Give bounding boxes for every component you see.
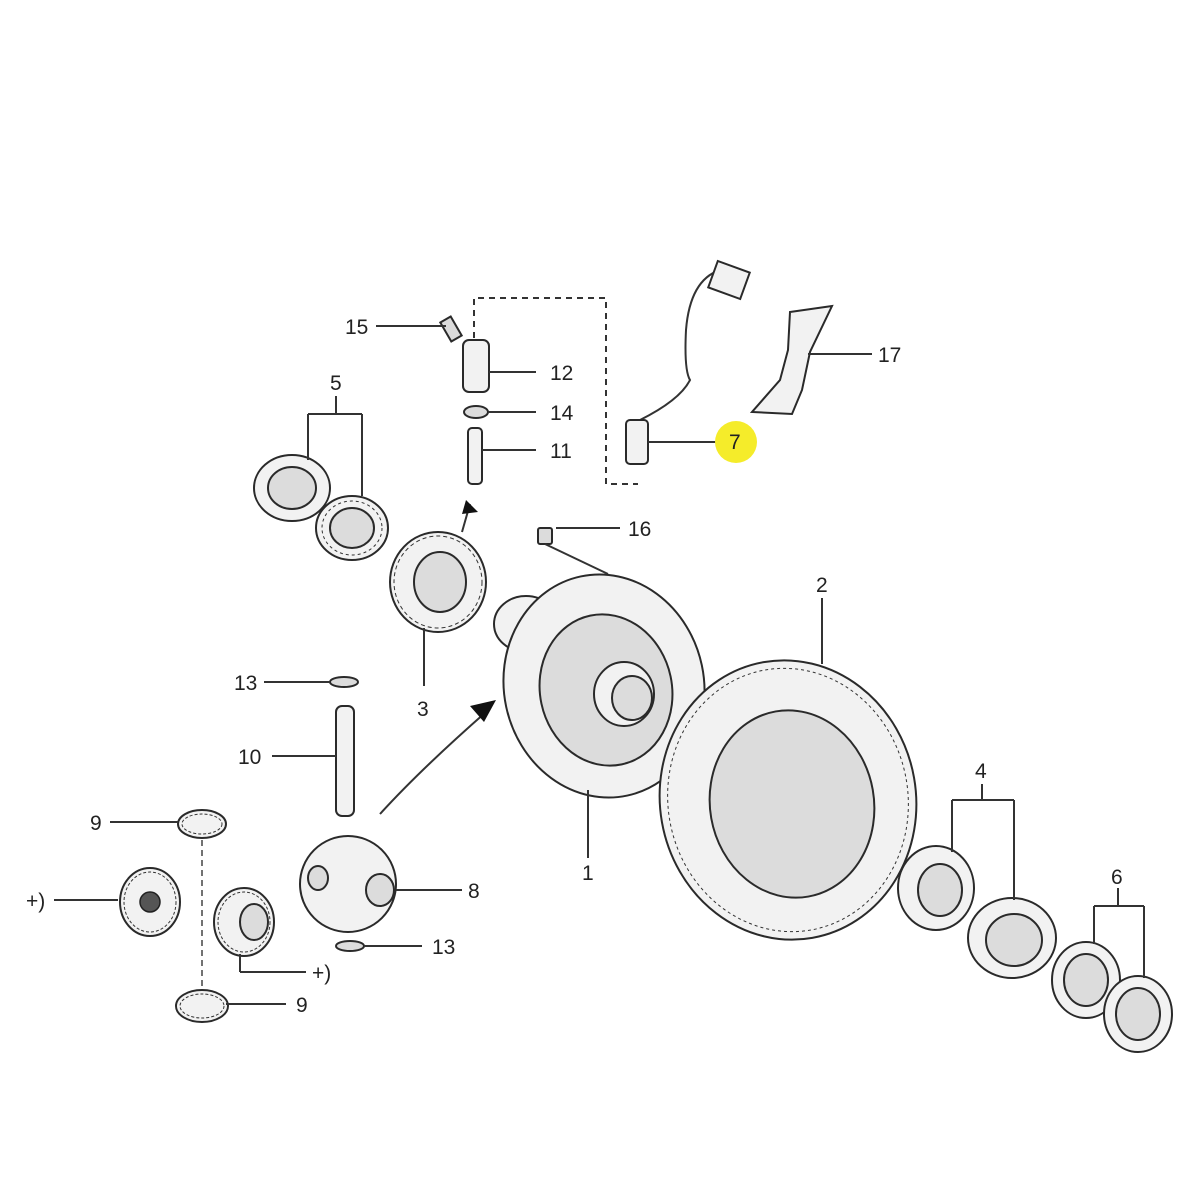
callout-7-highlight [715,421,757,463]
part-16-bolt [537,527,609,575]
callout-6: 6 [1111,866,1123,889]
part-2-ring-gear [658,659,918,941]
part-5-bearing [253,454,389,561]
part-6-shims [1051,941,1173,1053]
callout-10: 10 [238,746,261,769]
callout-9-lower: 9 [296,994,308,1017]
part-1-differential-housing [493,573,706,799]
callout-3: 3 [417,698,429,721]
part-4-bearing [897,845,1057,979]
callout-12: 12 [550,362,573,385]
part-8-cross-piece [299,835,397,933]
part-7-sensor [625,259,752,465]
callout-5: 5 [330,372,342,395]
callout-2: 2 [816,574,828,597]
callout-1: 1 [582,862,594,885]
callout-13-lower: 13 [432,936,455,959]
callout-plus-left: +) [26,890,45,913]
callout-15: 15 [345,316,368,339]
callout-14: 14 [550,402,574,425]
callout-8: 8 [468,880,480,903]
callout-16: 16 [628,518,651,541]
part-3-gear-wheel [389,531,487,633]
callout-17: 17 [878,344,901,367]
side-gear-left [119,867,181,937]
part-9-pinion-lower [175,989,229,1023]
part-9-pinion-upper [177,809,227,839]
side-gear-right [213,887,275,957]
callout-4: 4 [975,760,987,783]
speedometer-pinion-stack [438,315,490,485]
callout-9-upper: 9 [90,812,102,835]
callout-7: 7 [729,431,741,454]
part-17-strip [749,304,834,416]
callout-13-upper: 13 [234,672,257,695]
callout-plus-right: +) [312,962,331,985]
callout-11: 11 [550,440,572,463]
